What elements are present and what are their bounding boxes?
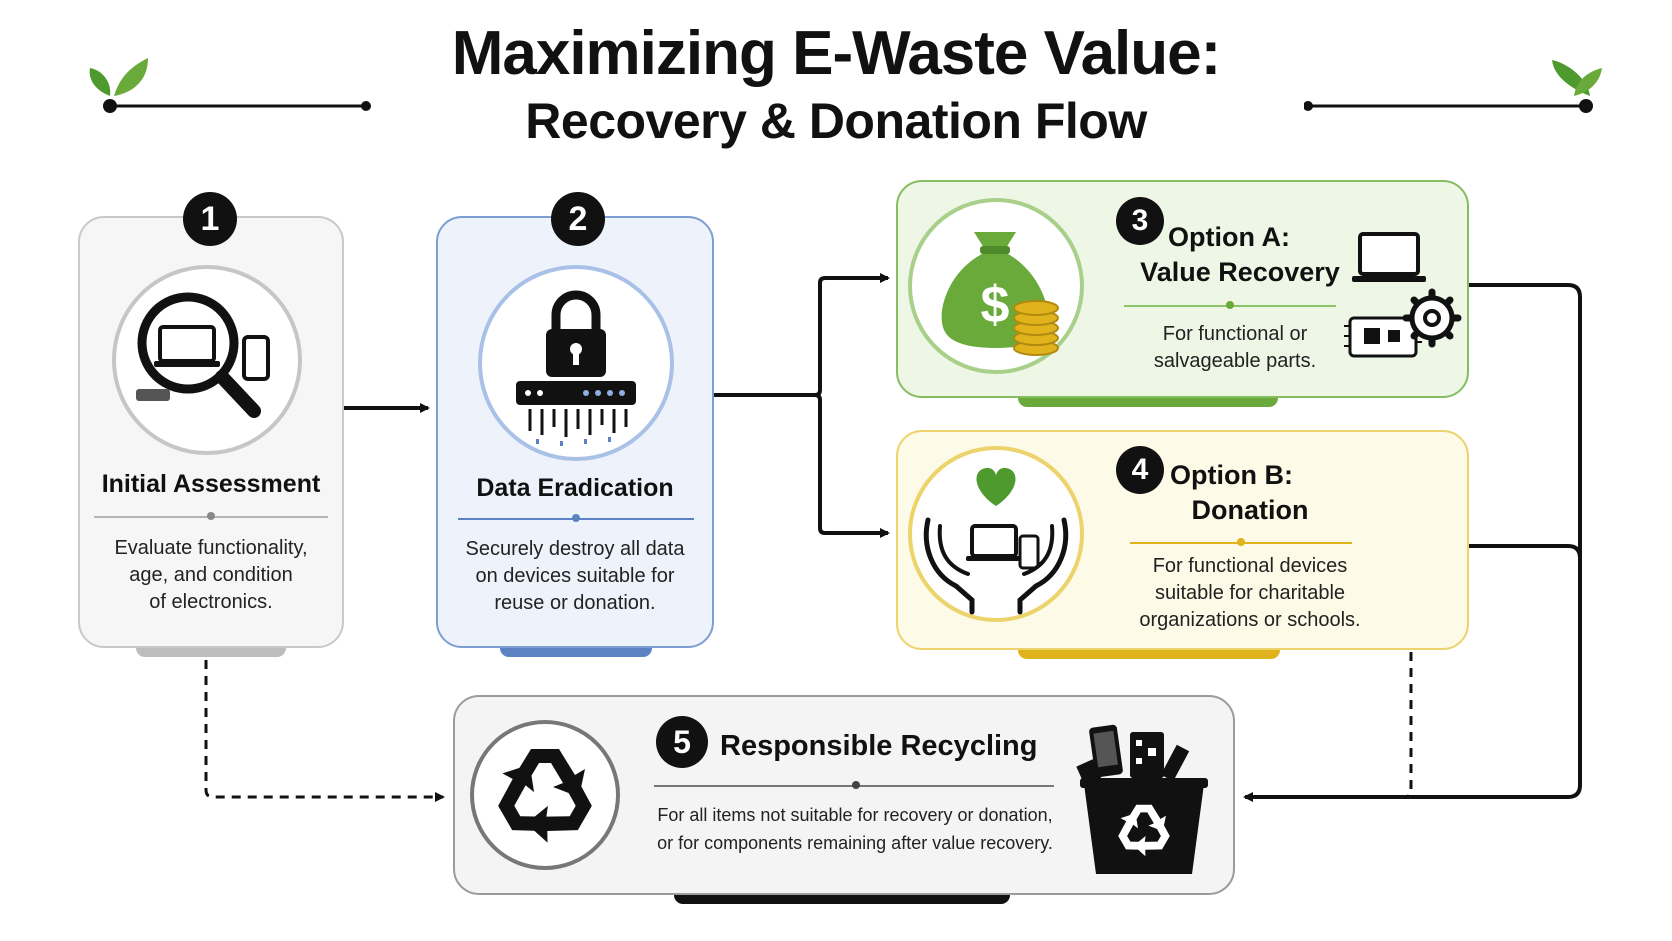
step-2-card-foot <box>500 648 652 657</box>
step-1-icon-circle <box>112 265 302 455</box>
step-3-title-line1: Option A: <box>1168 222 1290 252</box>
left-leaf-divider <box>89 58 371 113</box>
step-5-divider-dot <box>852 781 860 789</box>
step-2-description: Securely destroy all data on devices sui… <box>444 536 706 617</box>
step-2-title: Data Eradication <box>476 474 674 502</box>
step-2-badge: 2 <box>551 192 605 246</box>
step-2-description-line: on devices suitable for <box>475 565 675 587</box>
hands-heart-devices-icon <box>923 467 1069 615</box>
step-2-description-line: reuse or donation. <box>494 592 656 614</box>
svg-text:$: $ <box>981 276 1010 334</box>
step-4-description-line: organizations or schools. <box>1139 609 1361 631</box>
step-2-icon-circle <box>478 265 674 461</box>
step-2-description-line: Securely destroy all data <box>465 538 685 560</box>
step-4-title-line2: Donation <box>1191 495 1309 525</box>
step-1-description-line: age, and condition <box>129 564 293 586</box>
step-4-badge: 4 <box>1116 446 1164 494</box>
recycle-icon <box>485 749 600 853</box>
arrow-4-to-5-dashed <box>1245 652 1413 799</box>
step-1-divider-dot <box>207 512 215 520</box>
leaf-icon <box>89 68 111 96</box>
padlock-shredder-icon <box>516 290 636 446</box>
step-3-title-line2: Value Recovery <box>1140 257 1340 287</box>
step-1-title: Initial Assessment <box>101 470 321 498</box>
step-5-description: For all items not suitable for recovery … <box>630 801 1080 857</box>
step-5-card-foot <box>674 895 1010 904</box>
step-1-card-foot <box>136 648 286 657</box>
step-3-card-foot <box>1018 398 1278 407</box>
step-5-title: Responsible Recycling <box>720 730 1038 762</box>
arrow-3-to-5 <box>1243 283 1582 802</box>
step-3-icon-circle: $ <box>908 198 1084 374</box>
leaf-icon <box>114 58 148 96</box>
step-3-divider-dot <box>1226 301 1234 309</box>
page-title: Maximizing E-Waste Value: <box>451 19 1222 88</box>
step-3-description-line: salvageable parts. <box>1153 350 1317 372</box>
right-leaf-divider <box>1304 60 1602 113</box>
page-subtitle: Recovery & Donation Flow <box>525 93 1147 149</box>
step-4-description: For functional devices suitable for char… <box>1110 553 1390 634</box>
step-4-title-line1: Option B: <box>1170 460 1293 490</box>
step-4-divider-dot <box>1237 538 1245 546</box>
step-1-badge: 1 <box>183 192 237 246</box>
step-1-description: Evaluate functionality, age, and conditi… <box>86 535 336 616</box>
step-3-badge: 3 <box>1116 197 1164 245</box>
step-5-description-line: or for components remaining after value … <box>657 833 1053 853</box>
arrow-4-to-5-solid <box>1469 544 1582 785</box>
step-1-description-line: Evaluate functionality, <box>114 537 308 559</box>
arrow-2-to-3 <box>714 273 890 397</box>
arrow-2-to-4 <box>814 393 890 538</box>
step-4-icon-circle <box>908 446 1084 622</box>
step-1-description-line: of electronics. <box>149 591 273 613</box>
leaf-icon <box>1574 68 1602 96</box>
money-bag-icon: $ <box>941 232 1059 356</box>
step-2-divider-dot <box>572 514 580 522</box>
step-5-badge: 5 <box>656 716 708 768</box>
step-3-description: For functional or salvageable parts. <box>1110 321 1360 375</box>
laptop-circuit-gear-icon <box>1344 232 1462 358</box>
step-4-description-line: For functional devices <box>1152 555 1348 577</box>
step-5-icon-circle <box>470 720 620 870</box>
recycle-bin-icon <box>1076 724 1208 874</box>
step-5-description-line: For all items not suitable for recovery … <box>657 805 1053 825</box>
step-4-description-line: suitable for charitable <box>1154 582 1346 604</box>
step-4-card-foot <box>1018 650 1280 659</box>
magnifier-devices-icon <box>136 292 270 418</box>
arrow-1-to-5-dashed <box>204 660 445 802</box>
step-3-description-line: For functional or <box>1162 323 1308 345</box>
